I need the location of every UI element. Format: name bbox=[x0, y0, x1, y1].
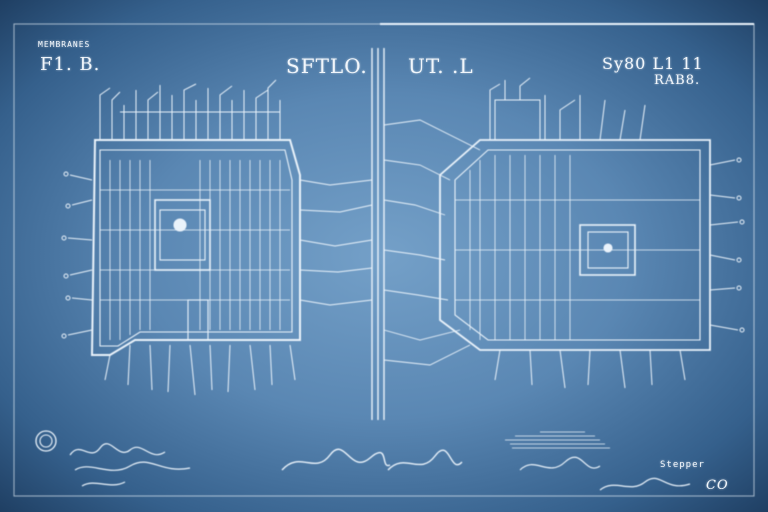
header-label-small: MEMBRANES bbox=[38, 40, 91, 49]
title-left: SFTLO. bbox=[286, 54, 368, 78]
hatched-block bbox=[505, 431, 610, 449]
signature-center-right bbox=[387, 449, 463, 471]
center-bus bbox=[371, 48, 385, 420]
figure-label: F1. B. bbox=[40, 54, 101, 75]
sheet-reference: Sy80 L1 11 bbox=[602, 54, 704, 73]
footer-right-code: CO bbox=[706, 478, 729, 493]
signature-left bbox=[69, 443, 191, 487]
right-component bbox=[383, 77, 745, 389]
seal-emblem bbox=[35, 430, 57, 452]
signature-right bbox=[519, 456, 691, 491]
title-right: UT. .L bbox=[408, 54, 474, 78]
left-component bbox=[61, 79, 373, 396]
sheet-subreference: RAB8. bbox=[654, 73, 701, 88]
footer-right-small: Stepper bbox=[660, 460, 705, 470]
signature-center-left bbox=[281, 448, 391, 471]
